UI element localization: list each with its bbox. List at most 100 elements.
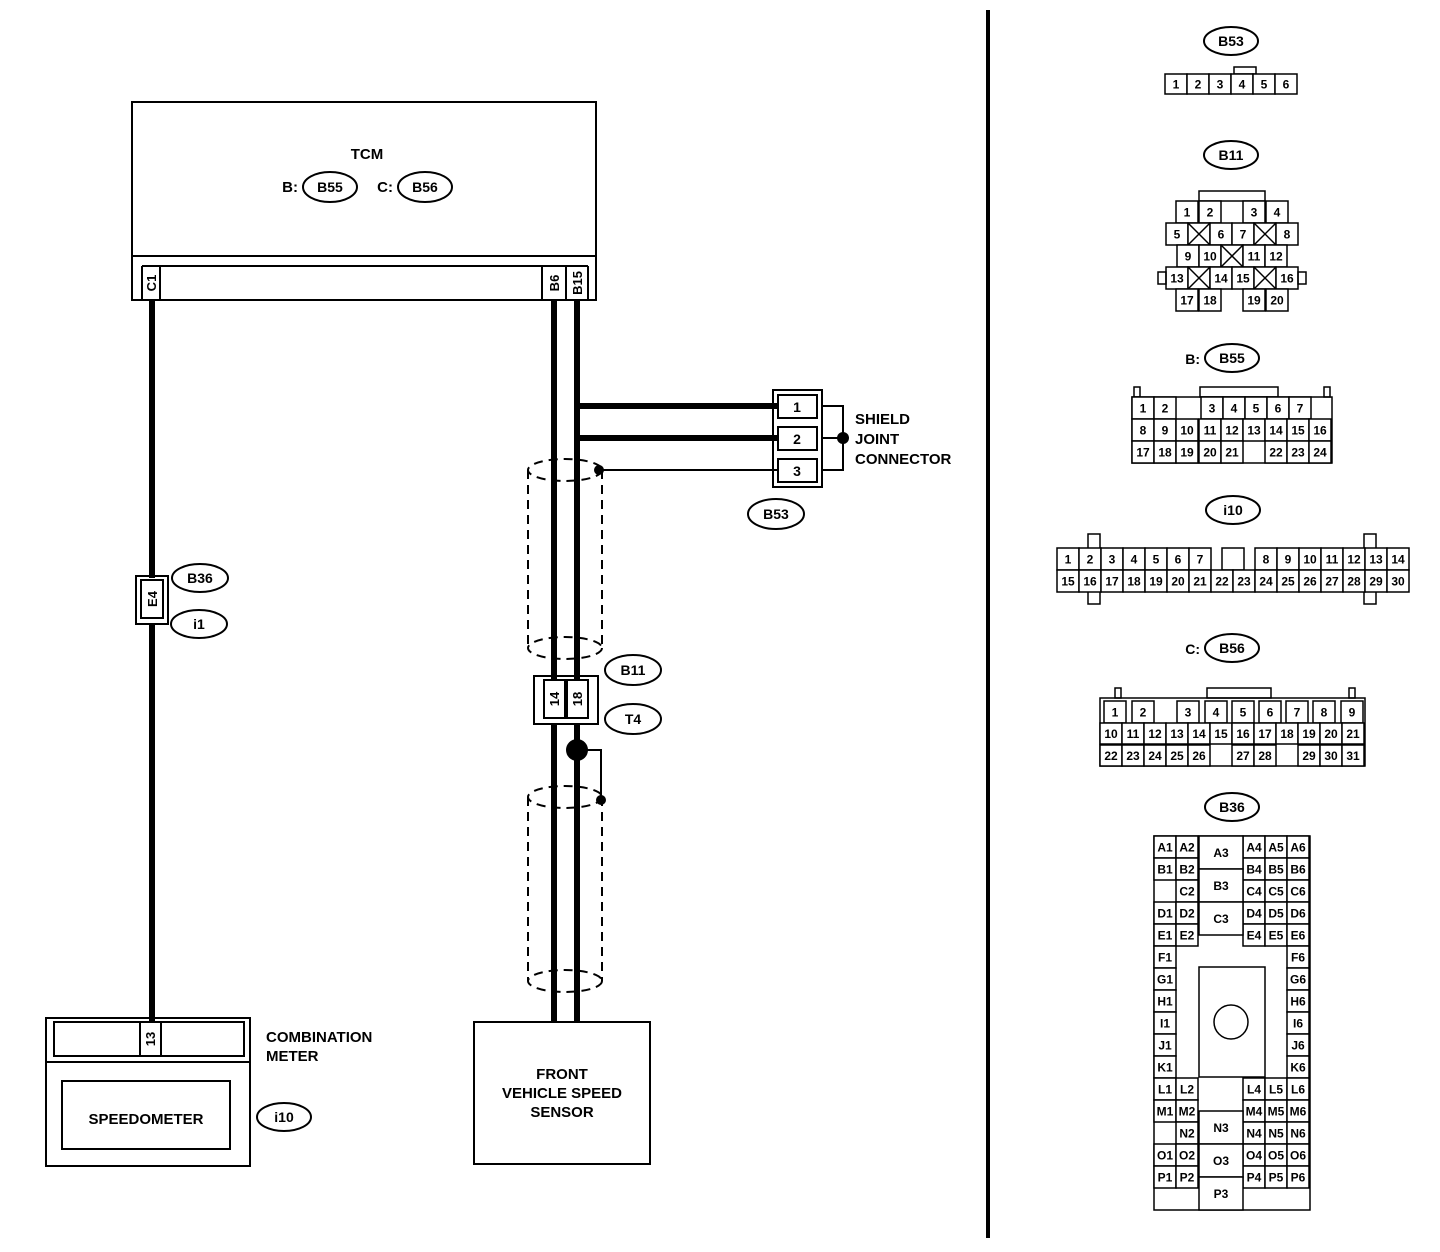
b56-view-pin-label: 23	[1126, 749, 1140, 763]
b11-view-pin-label: 16	[1280, 272, 1294, 286]
b56-view-pin-label: 2	[1140, 706, 1147, 720]
b36-view-pin-label: H1	[1157, 995, 1173, 1009]
b36-view-cell	[1198, 1176, 1244, 1211]
b36-view-pin-label: O3	[1213, 1154, 1229, 1168]
i10-view-pin-label: 21	[1193, 575, 1207, 589]
b55-view-pin-label: 20	[1203, 446, 1217, 460]
b36-view-pin-label: L2	[1180, 1083, 1194, 1097]
tcm-c-prefix: C:	[377, 179, 393, 196]
b11-view-cell	[1175, 288, 1199, 312]
b36-view-cell	[1286, 1165, 1310, 1189]
b56-view-pin-label: 9	[1349, 706, 1356, 720]
b36-view-pin-label: P6	[1291, 1171, 1306, 1185]
b36-view-pin-label: F1	[1158, 951, 1172, 965]
b55-view-pin-label: 17	[1136, 446, 1150, 460]
tcm-title: TCM	[351, 146, 384, 163]
b36-view-cell	[1198, 835, 1244, 870]
i10-view-pin-label: 16	[1083, 575, 1097, 589]
b56-view-pin-label: 24	[1148, 749, 1162, 763]
b36-view-pin-label: B5	[1268, 863, 1284, 877]
b36-view-pin-label: D2	[1179, 907, 1195, 921]
i10-view-pin-label: 10	[1303, 553, 1317, 567]
b56-view-pin-label: 27	[1236, 749, 1250, 763]
b55-view-name: B55	[1219, 350, 1245, 366]
b36-view-pin-label: A4	[1246, 841, 1262, 855]
b36-center-boss	[1198, 966, 1266, 1078]
b36-view-pin-label: P4	[1247, 1171, 1262, 1185]
b55-view-pin-label: 12	[1225, 424, 1239, 438]
b56-view-pin-label: 4	[1213, 706, 1220, 720]
b36-view-pin-label: G6	[1290, 973, 1306, 987]
b36-view-pin-label: J1	[1158, 1039, 1172, 1053]
b56-view-pin-label: 18	[1280, 727, 1294, 741]
b36-view-cell	[1198, 901, 1244, 936]
b36-view-pin-label: O6	[1290, 1149, 1306, 1163]
b55-view-pin-label: 6	[1275, 402, 1282, 416]
b36-view-pin-label: O4	[1246, 1149, 1262, 1163]
b36-view-pin-label: F6	[1291, 951, 1305, 965]
b36-view-cell	[1198, 1110, 1244, 1145]
b36-view-pin-label: B2	[1179, 863, 1195, 877]
b11-view-pin-label: 5	[1174, 228, 1181, 242]
b11-view-blank-x	[1187, 266, 1211, 290]
b36-view-pin-label: L1	[1158, 1083, 1172, 1097]
shield-pin-3: 3	[793, 463, 801, 479]
b11-view-cell	[1265, 288, 1289, 312]
b55-view-pin-label: 11	[1204, 424, 1217, 438]
b11-view-pin-label: 3	[1251, 206, 1258, 220]
wires	[149, 300, 778, 1022]
b36-view-pin-label: O2	[1179, 1149, 1195, 1163]
b55-view-pin-label: 21	[1225, 446, 1239, 460]
b56-view-pin-label: 26	[1192, 749, 1206, 763]
b11-view-pin-label: 14	[1214, 272, 1228, 286]
b36-view-pin-label: O5	[1268, 1149, 1284, 1163]
junction-b11: 14 18 B11 T4	[533, 654, 662, 735]
b56-view-pin-label: 20	[1324, 727, 1338, 741]
b36-view-pin-label: M4	[1246, 1105, 1263, 1119]
b55-view-cell	[1308, 440, 1332, 464]
b56-view-pin-label: 1	[1112, 706, 1119, 720]
junction-b11-pin-a: 14	[547, 691, 562, 706]
tcm-c-connector-label: B56	[412, 179, 438, 195]
b36-view-pin-label: A5	[1268, 841, 1284, 855]
b36-view-pin-label: D6	[1290, 907, 1306, 921]
sensor-line-2: VEHICLE SPEED	[502, 1085, 622, 1102]
b55-view-pin-label: 2	[1162, 402, 1169, 416]
b36-view-pin-label: K6	[1290, 1061, 1306, 1075]
b56-view-pin-label: 14	[1192, 727, 1206, 741]
b36-view-pin-label: M1	[1157, 1105, 1174, 1119]
b55-view-pin-label: 9	[1162, 424, 1169, 438]
front-vehicle-speed-sensor: FRONT VEHICLE SPEED SENSOR	[473, 1021, 651, 1165]
b55-view-pin-label: 16	[1313, 424, 1327, 438]
b56-view-pin-label: 22	[1104, 749, 1118, 763]
b56-view-pin-label: 11	[1127, 727, 1140, 741]
b36-view-pin-label: A1	[1157, 841, 1173, 855]
b36-view-pin-label: A3	[1213, 846, 1229, 860]
sensor-line-1: FRONT	[536, 1066, 588, 1083]
i10-view-pin-label: 27	[1325, 575, 1339, 589]
tcm-b-connector-label: B55	[317, 179, 343, 195]
shield-upper	[527, 458, 603, 660]
i10-empty-cavity	[1221, 547, 1245, 571]
i10-view-pin-label: 24	[1259, 575, 1273, 589]
b36-view-pin-label: E5	[1269, 929, 1284, 943]
b56-view-pin-label: 19	[1302, 727, 1316, 741]
b36-view-pin-label: C3	[1213, 912, 1229, 926]
b55-latch	[1199, 386, 1279, 398]
b36-view-pin-label: C2	[1179, 885, 1195, 899]
b53-view-oval	[1203, 26, 1259, 56]
i10-view-pin-label: 6	[1175, 553, 1182, 567]
b56-view-pin-label: 15	[1214, 727, 1228, 741]
b36-view-pin-label: M2	[1179, 1105, 1196, 1119]
b53-latch	[1233, 66, 1257, 75]
b36-view-pin-label: E2	[1180, 929, 1195, 943]
junction-b36-conn2: i1	[193, 616, 205, 632]
b11-view-blank-x	[1253, 266, 1277, 290]
b36-view-pin-label: G1	[1157, 973, 1173, 987]
b36-view-pin-label: D5	[1268, 907, 1284, 921]
b55-view-pin-label: 18	[1158, 446, 1172, 460]
b36-view-pin-label: H6	[1290, 995, 1306, 1009]
junction-b11-conn1: B11	[621, 662, 646, 678]
b53-view-name: B53	[1218, 33, 1244, 49]
